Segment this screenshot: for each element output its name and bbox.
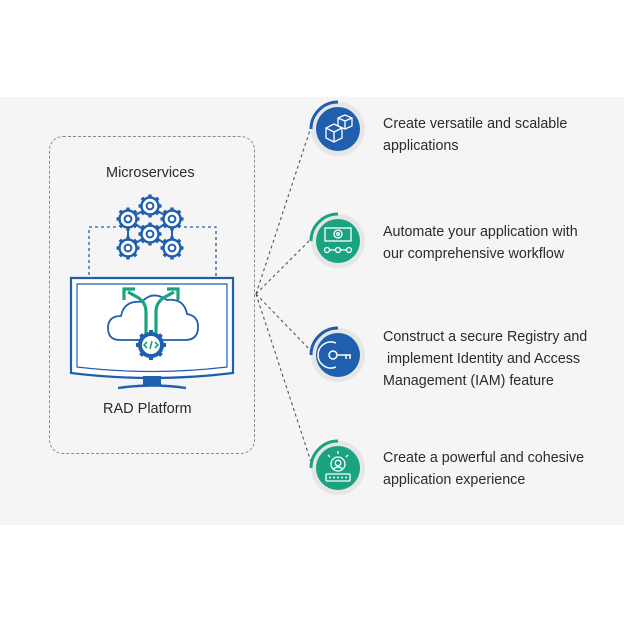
feature-line: Create versatile and scalable xyxy=(383,116,568,132)
feature-line: Automate your application with xyxy=(383,224,578,240)
feature-line: Create a powerful and cohesive xyxy=(383,450,585,466)
feature-line: applications xyxy=(383,138,459,154)
feature-line: Management (IAM) feature xyxy=(383,373,554,389)
monitor-icon xyxy=(69,276,235,390)
user-rating-icon xyxy=(309,439,365,495)
cloud-deploy-icon xyxy=(107,287,199,341)
connector-lines xyxy=(255,123,313,466)
feature-line: application experience xyxy=(383,472,526,488)
gear-connector-right xyxy=(184,226,217,278)
feature-line: implement Identity and Access xyxy=(383,351,581,367)
code-gear-icon xyxy=(136,330,166,360)
feature-3-text: Construct a secure Registry and implemen… xyxy=(383,326,587,392)
gear-connector-left xyxy=(88,226,116,278)
microservices-label: Microservices xyxy=(106,165,195,181)
feature-4-text: Create a powerful and cohesive applicati… xyxy=(383,447,584,491)
feature-line: Construct a secure Registry and xyxy=(383,329,588,345)
feature-1-text: Create versatile and scalable applicatio… xyxy=(383,113,567,157)
workflow-icon xyxy=(309,212,365,268)
feature-2-text: Automate your application with our compr… xyxy=(383,221,578,265)
boxes-icon xyxy=(309,100,365,156)
rad-platform-label: RAD Platform xyxy=(103,401,192,417)
key-icon xyxy=(309,326,365,382)
microservices-gears-icon xyxy=(114,192,186,262)
feature-line: our comprehensive workflow xyxy=(383,246,565,262)
platform-container xyxy=(49,136,255,454)
